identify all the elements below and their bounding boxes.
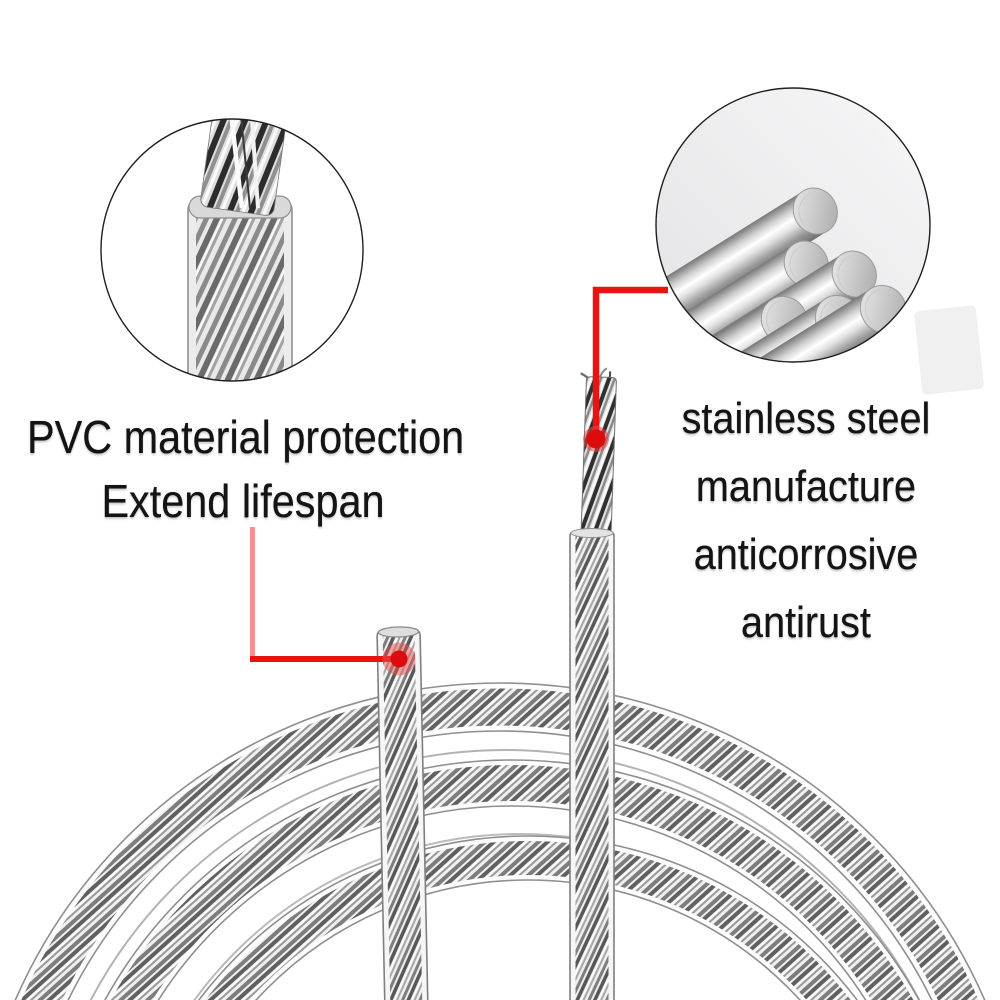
annotation-line: stainless steel bbox=[681, 394, 931, 443]
middle-vertical-cable bbox=[569, 367, 617, 1000]
left-vertical-cable bbox=[376, 626, 429, 1000]
left-connector-line bbox=[250, 527, 399, 662]
annotation-line: manufacture bbox=[695, 462, 917, 511]
photo-corner-remnant bbox=[914, 305, 984, 395]
coiled-cable bbox=[14, 682, 986, 1000]
right-connector-line bbox=[592, 286, 668, 437]
closeup-bare-strands bbox=[200, 119, 289, 216]
right-circle-outline bbox=[655, 87, 931, 363]
annotation-line: anticorrosive bbox=[693, 530, 919, 579]
pvc-closeup-circle bbox=[100, 118, 364, 382]
annotation-line: PVC material protection bbox=[27, 411, 465, 463]
bare-wire-top bbox=[580, 367, 617, 540]
annotation-line: Extend lifespan bbox=[101, 475, 385, 527]
left-annotation: PVC material protection Extend lifespan bbox=[27, 405, 465, 533]
cable-cut-end bbox=[377, 626, 420, 638]
right-annotation: stainless steel manufacture anticorrosiv… bbox=[635, 385, 977, 657]
steel-rods bbox=[656, 187, 907, 362]
right-marker-dot bbox=[583, 426, 609, 452]
jacket-cut-end bbox=[570, 528, 614, 538]
annotation-line: antirust bbox=[741, 598, 871, 647]
left-circle-outline bbox=[100, 118, 364, 382]
left-marker-dot bbox=[382, 642, 416, 676]
steel-rods-circle bbox=[655, 87, 984, 395]
